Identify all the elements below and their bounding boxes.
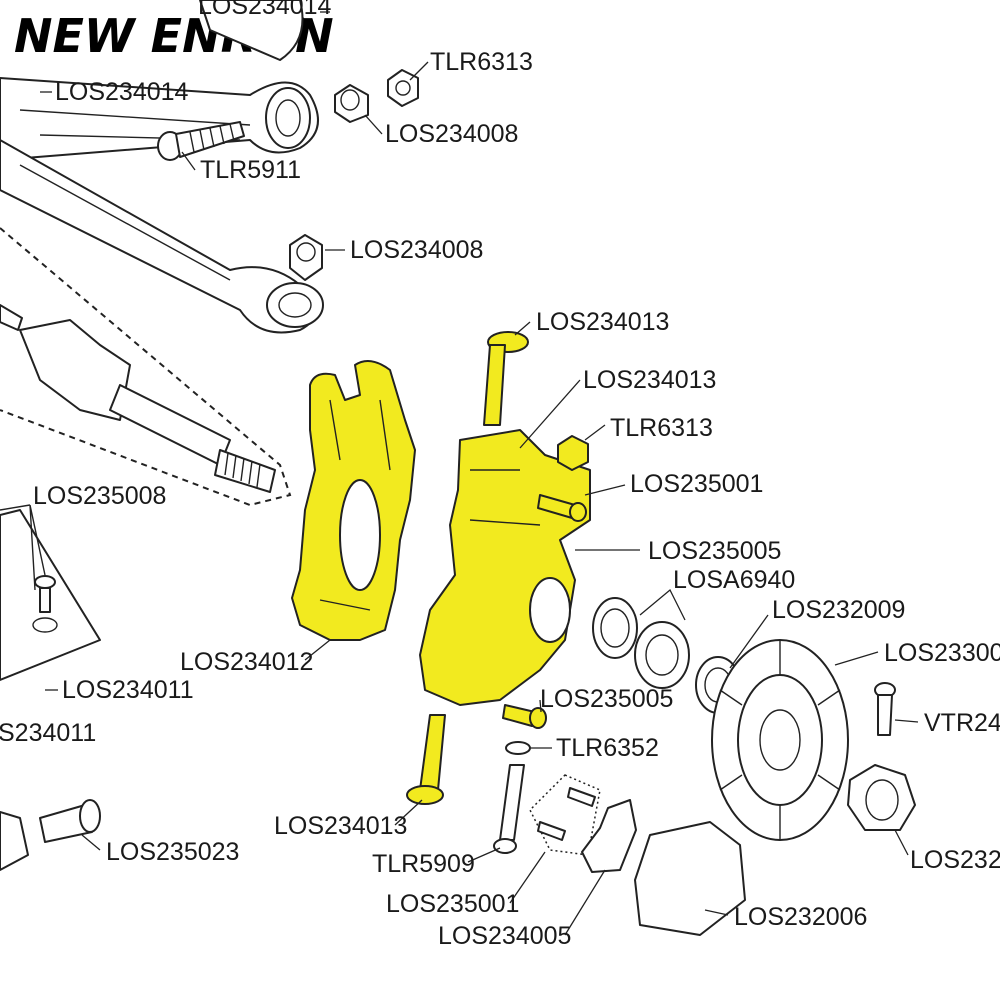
upper-arm-link — [0, 0, 319, 161]
tlr6352-washer — [505, 741, 531, 755]
label-los232009: LOS232009 — [772, 596, 905, 624]
los234013-pin-top — [483, 331, 529, 426]
label-los232006: LOS232006 — [734, 903, 867, 931]
los235001-screw-yellow — [537, 494, 587, 522]
tlr5911-screw — [157, 121, 245, 161]
leader-vtr246 — [894, 719, 919, 723]
leader-tlr5911 — [181, 151, 196, 171]
leader-los235005-low — [539, 699, 542, 713]
tlr6313-nut-yellow — [557, 435, 589, 471]
label-los234013-bottom: LOS234013 — [274, 812, 407, 840]
label-los234011-a: LOS234011 — [62, 676, 194, 704]
los235023-pin — [0, 799, 101, 871]
label-los234014-left: LOS234014 — [55, 78, 189, 106]
label-los235005-low: LOS235005 — [540, 685, 673, 713]
label-vtr246: VTR246 — [924, 709, 1000, 737]
label-tlr6313-mid: TLR6313 — [610, 414, 713, 442]
los233006-brake-disc — [711, 639, 849, 841]
label-los234013-top: LOS234013 — [536, 308, 669, 336]
los234008-ball-upper — [334, 84, 369, 123]
label-tlr6313-top: TLR6313 — [430, 48, 533, 76]
label-los234005: LOS234005 — [438, 922, 571, 950]
label-los234013-mid: LOS234013 — [583, 366, 716, 394]
los234005-bracket — [581, 799, 637, 873]
label-los235001-top: LOS235001 — [630, 470, 763, 498]
tlr6313-nut-top — [387, 69, 419, 107]
leader-tlr6313-top — [409, 61, 429, 81]
leader-los234013-mid — [519, 379, 581, 449]
label-losa6940: LOSA6940 — [673, 566, 795, 594]
label-los234012: LOS234012 — [180, 648, 313, 676]
drive-shaft — [0, 227, 292, 507]
leader-los232006 — [704, 909, 729, 916]
los235005-knuckle — [419, 429, 591, 706]
leader-tlr6313-mid — [584, 424, 606, 441]
label-los2320: LOS2320 — [910, 846, 1000, 874]
leader-los234012 — [304, 639, 331, 661]
los235005-screw-yellow — [502, 704, 547, 729]
losa6940-bearings — [592, 597, 690, 689]
label-s234011: S234011 — [0, 719, 96, 747]
leader-los234008-upper — [364, 114, 383, 135]
label-tlr6352: TLR6352 — [556, 734, 659, 762]
label-los235023: LOS235023 — [106, 838, 239, 866]
los234008-ball-lower — [289, 234, 323, 281]
leader-los234013-bottom — [394, 799, 423, 826]
label-los235005-mid: LOS235005 — [648, 537, 781, 565]
leader-los235023 — [81, 834, 101, 851]
leader-los233006 — [834, 651, 879, 666]
leader-los234005 — [564, 869, 606, 936]
label-los234008-lower: LOS234008 — [350, 236, 483, 264]
label-tlr5911: TLR5911 — [200, 156, 301, 184]
leader-tlr5909 — [467, 847, 501, 863]
leader-los2320 — [894, 829, 909, 856]
vtr246-pin — [874, 682, 896, 736]
left-plate — [0, 504, 101, 681]
tlr5909-screw — [493, 764, 525, 854]
los232006-caliper — [634, 821, 746, 936]
leader-los235001-top — [584, 484, 626, 496]
leader-los235001-bottom — [509, 851, 546, 904]
label-los235001-bottom: LOS235001 — [386, 890, 519, 918]
label-los234014-top: LOS234014 — [198, 0, 332, 20]
label-tlr5909: TLR5909 — [372, 850, 475, 878]
los234012-knuckle — [291, 360, 416, 641]
los235001-screws-group — [529, 774, 601, 856]
leader-los234013-top — [514, 321, 531, 336]
label-los235008: LOS235008 — [33, 482, 166, 510]
los2320-hex-hub — [847, 764, 916, 831]
leader-losa6940 — [639, 588, 686, 621]
lower-arm-link — [0, 139, 324, 334]
los234013-pin-bottom — [406, 714, 446, 805]
label-los234008-upper: LOS234008 — [385, 120, 518, 148]
label-los233006: LOS233006 — [884, 639, 1000, 667]
leader-los232009 — [729, 614, 769, 669]
